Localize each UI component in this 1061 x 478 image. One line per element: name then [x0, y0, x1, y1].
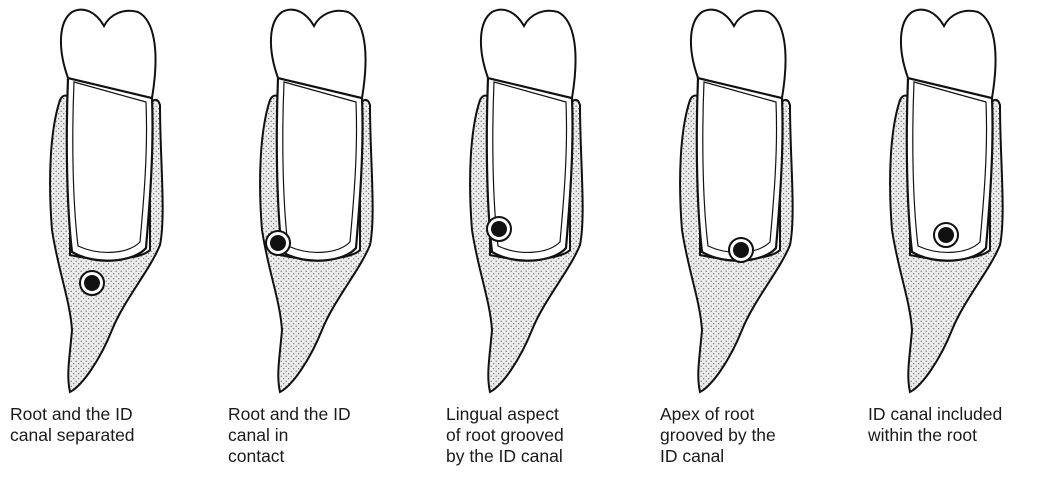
- caption-panel-5: ID canal included within the root: [868, 404, 1058, 446]
- panel-3-illustration: [470, 10, 583, 392]
- caption-line: of root grooved: [446, 425, 636, 446]
- id-canal-2: [270, 235, 286, 251]
- panel-4-illustration: [680, 10, 793, 392]
- caption-line: Root and the ID: [10, 404, 200, 425]
- panel-1-illustration: [50, 10, 163, 392]
- caption-line: contact: [228, 446, 418, 467]
- caption-line: within the root: [868, 425, 1058, 446]
- id-canal-4: [733, 242, 749, 258]
- caption-line: canal separated: [10, 425, 200, 446]
- caption-line: canal in: [228, 425, 418, 446]
- caption-line: Root and the ID: [228, 404, 418, 425]
- caption-line: grooved by the: [660, 425, 850, 446]
- caption-panel-2: Root and the ID canal in contact: [228, 404, 418, 467]
- caption-line: ID canal included: [868, 404, 1058, 425]
- tooth-root-inner-1: [73, 82, 147, 252]
- caption-line: by the ID canal: [446, 446, 636, 467]
- panel-2-illustration: [260, 10, 373, 392]
- caption-panel-1: Root and the ID canal separated: [10, 404, 200, 446]
- tooth-root-inner-2: [283, 82, 357, 252]
- caption-line: Lingual aspect: [446, 404, 636, 425]
- caption-panel-3: Lingual aspect of root grooved by the ID…: [446, 404, 636, 467]
- id-canal-1: [84, 275, 100, 291]
- caption-line: ID canal: [660, 446, 850, 467]
- id-canal-3: [491, 221, 507, 237]
- id-canal-5: [938, 227, 954, 243]
- panel-5-illustration: [890, 10, 1003, 392]
- caption-panel-4: Apex of root grooved by the ID canal: [660, 404, 850, 467]
- tooth-root-inner-4: [703, 82, 777, 252]
- caption-line: Apex of root: [660, 404, 850, 425]
